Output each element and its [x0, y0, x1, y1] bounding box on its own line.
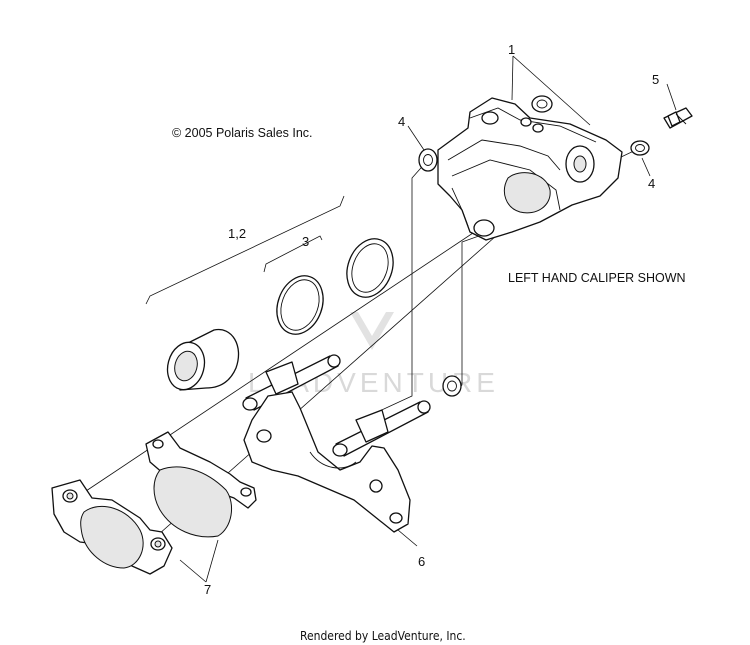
- washer-lower: [442, 375, 462, 397]
- washer-top: [531, 95, 553, 113]
- washer-left: [418, 148, 438, 172]
- callout-4-right: 4: [648, 176, 655, 191]
- callout-1-2: 1,2: [228, 226, 246, 241]
- bleeder-screw: [663, 107, 693, 129]
- slide-pin-lower: [332, 400, 431, 457]
- callout-3: 3: [302, 234, 309, 249]
- caliper-body: [437, 97, 623, 241]
- brake-pad-inner: [51, 479, 173, 575]
- callout-leaders: [145, 55, 677, 583]
- piston-seal-large: [346, 238, 394, 298]
- callout-5: 5: [652, 72, 659, 87]
- callout-1: 1: [508, 42, 515, 57]
- brake-pad-outer: [145, 431, 257, 538]
- copyright-text: © 2005 Polaris Sales Inc.: [172, 126, 313, 140]
- callout-4-left: 4: [398, 114, 405, 129]
- piston-seal-small: [276, 275, 324, 335]
- washer-right: [630, 140, 650, 156]
- piston: [166, 328, 240, 391]
- diagram-caption: LEFT HAND CALIPER SHOWN: [508, 271, 686, 285]
- footer-text: Rendered by LeadVenture, Inc.: [300, 629, 466, 643]
- mounting-bracket: [243, 391, 411, 533]
- callout-7: 7: [204, 582, 211, 597]
- callout-6: 6: [418, 554, 425, 569]
